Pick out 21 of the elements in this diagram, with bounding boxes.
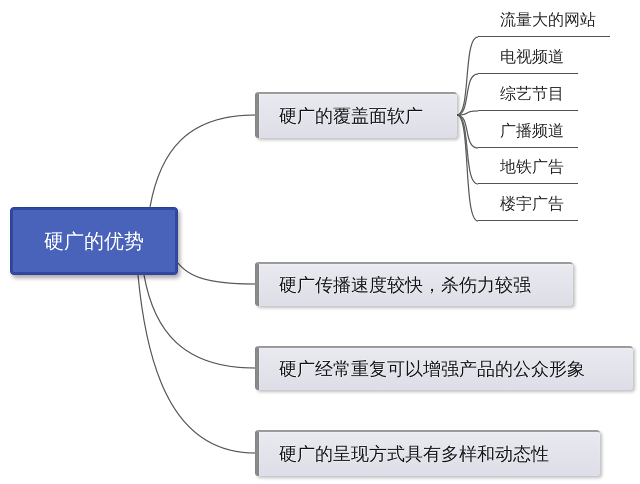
topic-box: 硬广经常重复可以增强产品的公众形象 — [255, 346, 633, 390]
topic-box: 硬广的覆盖面软广 — [255, 92, 457, 138]
topic-box: 硬广的呈现方式具有多样和动态性 — [255, 430, 600, 476]
connector-line — [456, 114, 478, 222]
connector-line — [137, 274, 256, 454]
subtopic-label: 楼宇广告 — [478, 190, 578, 221]
subtopic-label: 流量大的网站 — [478, 6, 610, 37]
subtopic-label: 综艺节目 — [478, 80, 578, 111]
root-topic-box: 硬广的优势 — [10, 207, 178, 275]
connector-line — [456, 73, 478, 116]
connector-line — [456, 114, 478, 149]
connector-line — [456, 110, 478, 116]
subtopic-label: 地铁广告 — [478, 153, 578, 184]
subtopic-label: 广播频道 — [478, 117, 578, 148]
subtopic-label: 电视频道 — [478, 43, 578, 74]
connector-line — [143, 274, 256, 369]
connector-line — [456, 114, 478, 185]
topic-box: 硬广传播速度较快，杀伤力较强 — [255, 262, 573, 306]
connector-line — [456, 36, 478, 116]
connector-line — [178, 262, 255, 285]
connector-line — [149, 114, 256, 208]
